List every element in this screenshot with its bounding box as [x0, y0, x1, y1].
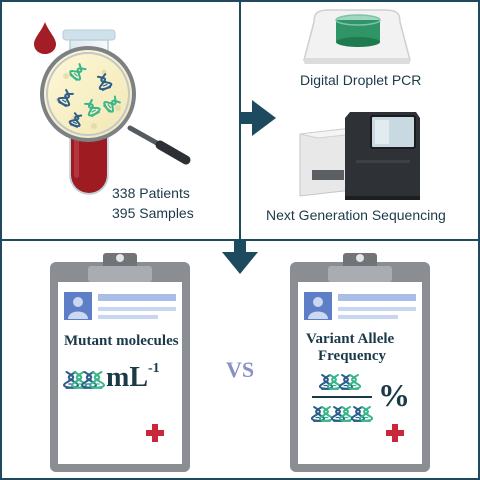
vaf-title-line1: Variant Allele — [306, 331, 395, 347]
left-clipboard — [50, 253, 190, 472]
ngs-label: Next Generation Sequencing — [266, 207, 446, 223]
arrow-right-icon — [240, 100, 276, 136]
dna-icon — [103, 95, 121, 113]
ngs-instrument-icon — [299, 112, 420, 200]
dna-icon — [69, 63, 87, 81]
patients-count: 338 Patients — [112, 185, 190, 201]
magnifier-icon — [40, 46, 191, 165]
mL-unit-exponent: -1 — [148, 360, 160, 376]
right-dna-icons — [310, 374, 374, 422]
percent-unit: % — [378, 377, 410, 413]
mL-unit-text: mL — [106, 362, 148, 393]
vaf-title-line2: Frequency — [318, 348, 387, 364]
blood-drop-icon — [34, 22, 56, 54]
dna-icon — [358, 406, 374, 422]
dna-icon — [96, 73, 113, 91]
dna-icon — [346, 374, 362, 390]
mL-unit: mL-1 — [106, 360, 160, 394]
samples-count: 395 Samples — [112, 205, 194, 221]
dna-icon — [326, 374, 342, 390]
right-clipboard — [290, 253, 430, 472]
dna-icon — [84, 98, 101, 118]
ddpcr-instrument-icon — [303, 9, 411, 64]
ddpcr-label: Digital Droplet PCR — [300, 72, 422, 88]
mutant-molecules-title: Mutant molecules — [64, 333, 179, 349]
versus-label: VS — [226, 357, 255, 382]
medical-cross-icon — [386, 424, 404, 442]
dna-icon — [318, 406, 334, 422]
dna-icon — [89, 371, 105, 389]
left-dna-icons — [63, 371, 105, 389]
dna-icon — [338, 406, 354, 422]
dna-icon — [68, 112, 83, 128]
medical-cross-icon — [146, 424, 164, 442]
dna-icon — [57, 88, 74, 108]
arrow-down-icon — [222, 240, 258, 274]
lens-dna-icons — [57, 63, 121, 128]
